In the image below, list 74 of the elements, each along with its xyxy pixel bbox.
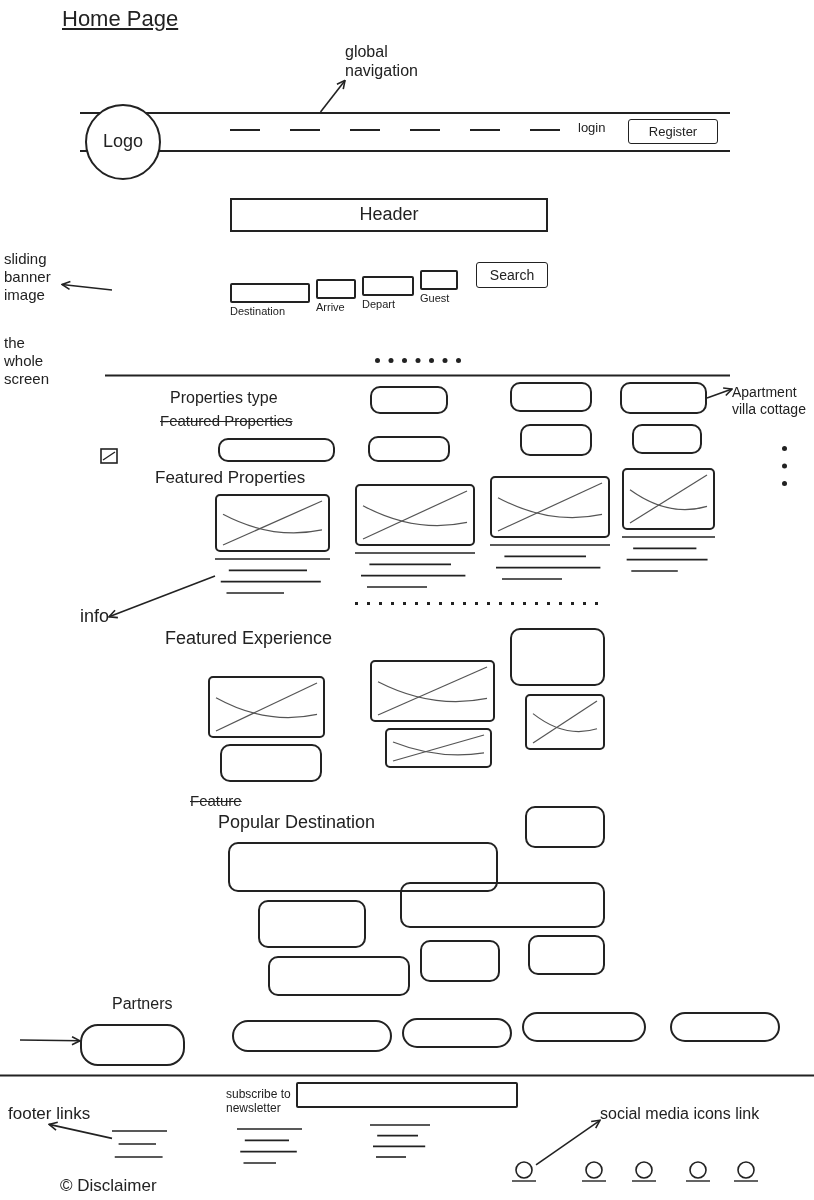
rounded-box (525, 806, 605, 848)
rounded-box (632, 424, 702, 454)
section-heading: Featured Experience (165, 628, 333, 650)
field-label: Arrive (316, 301, 346, 314)
image-placeholder (370, 660, 495, 722)
rounded-box (220, 744, 322, 782)
image-placeholder (215, 494, 330, 552)
image-placeholder (385, 728, 492, 768)
text-lines (237, 1128, 302, 1164)
image-placeholder (622, 468, 715, 530)
arrow (48, 1121, 113, 1140)
annotation-text: global navigation (345, 42, 435, 81)
rounded-box (420, 940, 500, 982)
arrow (706, 387, 733, 399)
circle-icon (686, 1160, 710, 1184)
circle-icon (632, 1160, 656, 1184)
annotation-text: Apartment villa cottage (732, 384, 808, 418)
rounded-box (228, 842, 498, 892)
rounded-box (528, 935, 605, 975)
rounded-box (258, 900, 366, 948)
annotation-text: info (80, 606, 110, 628)
image-placeholder (355, 484, 475, 546)
arrow (61, 280, 113, 291)
crossed-out-text: Featured Properties (160, 412, 293, 430)
arrow (535, 1119, 601, 1166)
rounded-box (510, 382, 592, 412)
arrow (108, 575, 216, 619)
annotation-text: sliding banner image (4, 250, 52, 304)
placeholder-circle: Logo (85, 104, 161, 180)
annotation-text: the whole screen (4, 334, 51, 388)
section-heading: Popular Destination (218, 812, 376, 834)
rounded-box (218, 438, 335, 462)
field-label: Depart (362, 298, 397, 311)
field-label: subscribe to newsletter (226, 1088, 292, 1116)
image-placeholder (525, 694, 605, 750)
rounded-box (620, 382, 707, 414)
login-link: login (578, 120, 606, 136)
field-label: Guest (420, 292, 451, 305)
rounded-box (370, 386, 448, 414)
rounded-box (400, 882, 605, 928)
rounded-box (510, 628, 605, 686)
image-placeholder (208, 676, 325, 738)
rounded-box (232, 1020, 392, 1052)
rounded-box (670, 1012, 780, 1042)
text-lines (370, 1124, 430, 1158)
crossed-out-text: Feature (190, 792, 242, 810)
annotation-text: social media icons link (600, 1104, 760, 1124)
rounded-box (520, 424, 592, 456)
register-button: Register (628, 119, 718, 144)
section-heading: Partners (112, 994, 173, 1014)
circle-icon (512, 1160, 536, 1184)
rounded-box (268, 956, 410, 996)
section-heading: Properties type (170, 388, 278, 408)
section-heading: Featured Properties (155, 468, 306, 489)
text-lines (490, 544, 610, 580)
text-lines (355, 552, 475, 588)
circle-icon (734, 1160, 758, 1184)
rounded-box (522, 1012, 646, 1042)
text-lines (215, 558, 330, 594)
annotation-text: footer links (8, 1104, 91, 1125)
rounded-box (368, 436, 450, 462)
disclaimer-text: © Disclaimer (60, 1176, 157, 1197)
page-title: Home Page (62, 6, 179, 32)
circle-icon (582, 1160, 606, 1184)
field-label: Destination (230, 305, 287, 318)
image-placeholder (490, 476, 610, 538)
header-bar: Header (230, 198, 548, 232)
arrow (319, 79, 346, 113)
text-lines (622, 536, 715, 572)
rounded-box (80, 1024, 185, 1066)
text-lines (112, 1130, 167, 1158)
arrow (19, 1035, 81, 1046)
rounded-box (402, 1018, 512, 1048)
search-button: Search (476, 262, 548, 288)
